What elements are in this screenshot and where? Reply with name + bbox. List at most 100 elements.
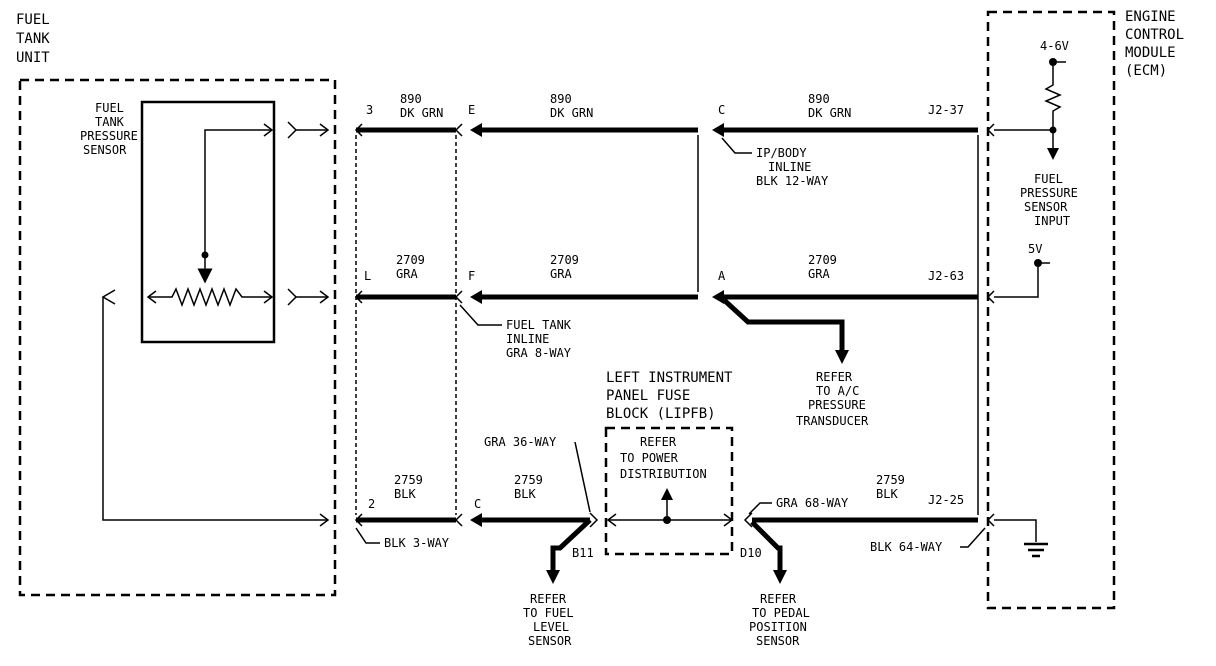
fuel-tank-inline-label-1: FUEL TANK [506,318,572,332]
ecm-5v-line [994,263,1039,298]
ecm-label-2: CONTROL [1125,27,1184,43]
ecm-input-label-1: FUEL [1034,172,1063,186]
pin-e-label: E [468,103,475,117]
references: REFER TO A/C PRESSURE TRANSDUCER REFER T… [523,370,869,648]
pressure-sensor-label-3: PRESSURE [80,129,138,143]
ip-body-callout-line [721,137,752,154]
unit-arrow-2 [319,290,330,304]
pin-j2-63-label: J2-63 [928,269,964,283]
wire-890-seg1-color: DK GRN [400,106,443,120]
pin-d10-label: D10 [740,546,762,560]
circuit-2759: 2 2759 BLK C 2759 BLK 2759 BLK J2-25 [354,473,995,584]
wire-890-seg2-number: 890 [550,92,572,106]
wire-2759-seg3-color: BLK [876,487,898,501]
gra-36way-label: GRA 36-WAY [484,435,557,449]
ecm-4-6v-label: 4-6V [1040,39,1069,53]
lipfb: LEFT INSTRUMENT PANEL FUSE BLOCK (LIPFB)… [604,370,734,556]
ref-pedal-2: TO PEDAL [752,606,810,620]
pin-f-connector [454,290,463,304]
ac-splice-arrow [835,350,849,364]
ecm-label-3: MODULE [1125,45,1176,61]
circuit-2709: L 2709 GRA F 2709 GRA A 2709 GRA J2-63 [354,253,995,364]
fuel-tank-unit-label-1: FUEL [16,12,50,28]
sensor-resistor-right-end [263,290,274,304]
wire-2709-arrow-f [470,290,482,304]
connector-bodies [355,135,979,515]
lipfb-left-terminal [606,513,617,527]
unit-return-line [102,297,328,521]
ac-splice-wire [722,298,845,352]
pin-3-label: 3 [366,103,373,117]
gra-36way-callout [574,441,591,513]
ref-fuel-level-1: REFER [530,592,567,606]
wire-2759-seg1-color: BLK [394,487,416,501]
pin-b11-label: B11 [572,546,594,560]
ref-pedal-4: SENSOR [756,634,800,648]
sensor-resistor-left-end [146,290,157,304]
fuel-tank-unit-label-3: UNIT [16,50,50,66]
ref-power-1: REFER [640,435,677,449]
wire-2759-seg1-number: 2759 [394,473,423,487]
unit-arrow-3 [319,513,330,527]
lipfb-label-2: PANEL FUSE [606,388,690,404]
unit-return-chevron [101,289,116,305]
sensor-resistor [148,286,272,308]
ref-ac-3: PRESSURE [808,398,866,412]
pressure-sensor-box [140,100,276,344]
ref-power-3: DISTRIBUTION [620,467,707,481]
gra-36way-connector [589,512,599,528]
pin-j2-37-label: J2-37 [928,103,964,117]
ecm-input-label-4: INPUT [1034,214,1070,228]
wire-2759-seg2-color: BLK [514,487,536,501]
ecm-label-1: ENGINE [1125,9,1176,25]
wire-890-arrow-e [470,123,482,137]
ip-body-label-3: BLK 12-WAY [756,174,829,188]
wire-2709-seg3-color: GRA [808,267,830,281]
ref-pedal-1: REFER [760,592,797,606]
wire-890-seg1-number: 890 [400,92,422,106]
ecm-label-4: (ECM) [1125,63,1167,79]
pin-2-label: 2 [368,497,375,511]
wire-890-seg3-number: 890 [808,92,830,106]
lipfb-label-3: BLOCK (LIPFB) [606,406,716,422]
pin-j2-25-label: J2-25 [928,493,964,507]
wire-2709-seg1-color: GRA [396,267,418,281]
wire-2709-arrow-a [712,290,724,304]
ref-power-2: TO POWER [620,451,679,465]
wire-890-seg3-color: DK GRN [808,106,851,120]
ref-ac-4: TRANSDUCER [796,414,869,428]
ip-body-label-2: INLINE [768,160,811,174]
wire-890-arrow-c [712,123,724,137]
unit-chevron-1 [287,121,298,139]
ecm-box [986,10,1116,610]
pressure-sensor-label-2: TANK [95,115,125,129]
lipfb-box [604,426,734,556]
gra-68way-connector [743,512,753,528]
wire-2709-seg1-number: 2709 [396,253,425,267]
pin-c-lower-connector [454,513,463,527]
wire-2709-seg2-number: 2709 [550,253,579,267]
ecm-input-label-3: SENSOR [1024,200,1068,214]
sensor-wiper-line [204,129,272,255]
pin-a-label: A [718,269,726,283]
ref-fuel-level-2: TO FUEL [523,606,574,620]
ecm-ground-line [994,519,1037,542]
pin-c-lower-label: C [474,497,481,511]
fuel-tank-unit-label-2: TANK [16,31,50,47]
gra-68way-callout [748,502,772,515]
pressure-sensor-label-4: SENSOR [83,143,127,157]
blk-64way-label: BLK 64-WAY [870,540,943,554]
pin-l-label: L [364,269,371,283]
ecm-5v-label: 5V [1028,242,1042,256]
ref-pedal-3: POSITION [749,620,807,634]
blk-3way-callout [355,527,380,544]
pedal-splice-wire [750,520,783,572]
wire-890-seg2-color: DK GRN [550,106,593,120]
ref-fuel-level-4: SENSOR [528,634,572,648]
pedal-splice-arrow [773,570,787,584]
circuit-890: 3 890 DK GRN E 890 DK GRN C 890 DK GRN J… [354,92,995,137]
unit-arrow-1 [319,123,330,137]
ecm: ENGINE CONTROL MODULE (ECM) 4-6V FUEL PR… [986,9,1184,610]
fuel-level-splice-arrow [546,570,560,584]
